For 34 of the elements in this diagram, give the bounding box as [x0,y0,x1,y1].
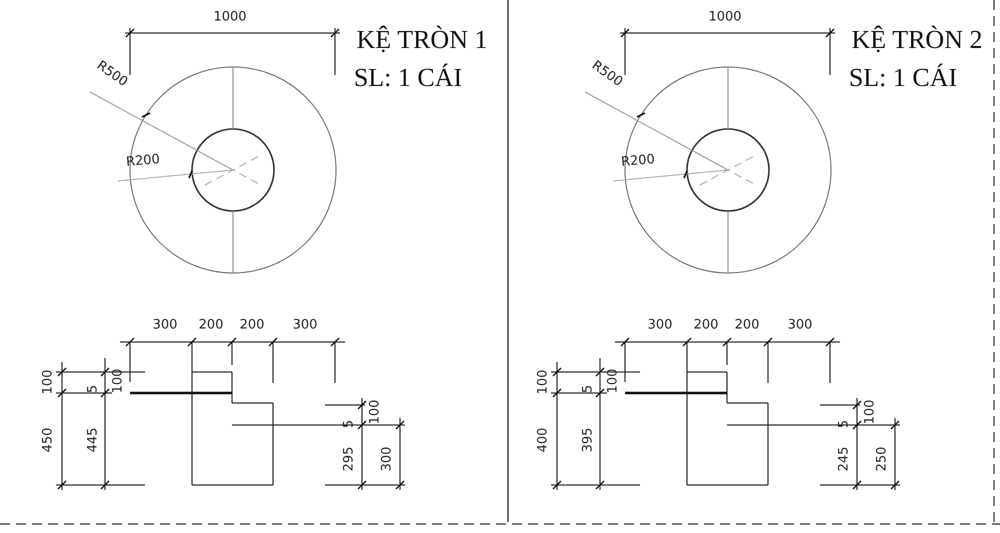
dimension-label: 250 [876,446,888,472]
dimension-label: 395 [582,428,594,452]
dimension-label: 100 [536,370,550,394]
part-title: KỆ TRÒN 2 [852,27,982,53]
dimension-label: 300 [292,318,318,332]
part-title: KỆ TRÒN 1 [356,27,488,53]
dimension-label: 300 [788,318,812,332]
quantity-label: SL: 1 CÁI [848,65,958,91]
dimension-label: 200 [198,318,224,332]
dimension-label: 245 [838,446,850,472]
dimension-label: 300 [648,318,672,332]
radius-label: R200 [126,153,160,169]
dimension-label: 300 [152,318,178,332]
dimension-label: 200 [694,318,718,332]
dimension-label: 5 [86,384,100,394]
radius-label: R200 [620,153,656,169]
dimension-label: 100 [606,368,620,394]
dimension-label: 5 [838,420,850,428]
dimension-label: 445 [86,428,100,452]
dimension-label: 1000 [708,10,742,24]
dimension-label: 5 [582,384,594,394]
dimension-label: 100 [368,400,382,424]
quantity-label: SL: 1 CÁI [354,65,462,91]
dimension-label: 100 [42,370,54,394]
dimension-label: 200 [734,318,760,332]
dimension-label: 450 [42,428,54,452]
dimension-label: 100 [864,400,876,424]
dimension-label: 200 [240,318,264,332]
dimension-label: 5 [342,420,356,428]
dimension-label: 400 [536,428,550,452]
dimension-label: 300 [380,446,394,472]
dimension-label: 100 [112,368,124,394]
dimension-label: 1000 [213,10,247,24]
dimension-label: 295 [342,446,356,472]
